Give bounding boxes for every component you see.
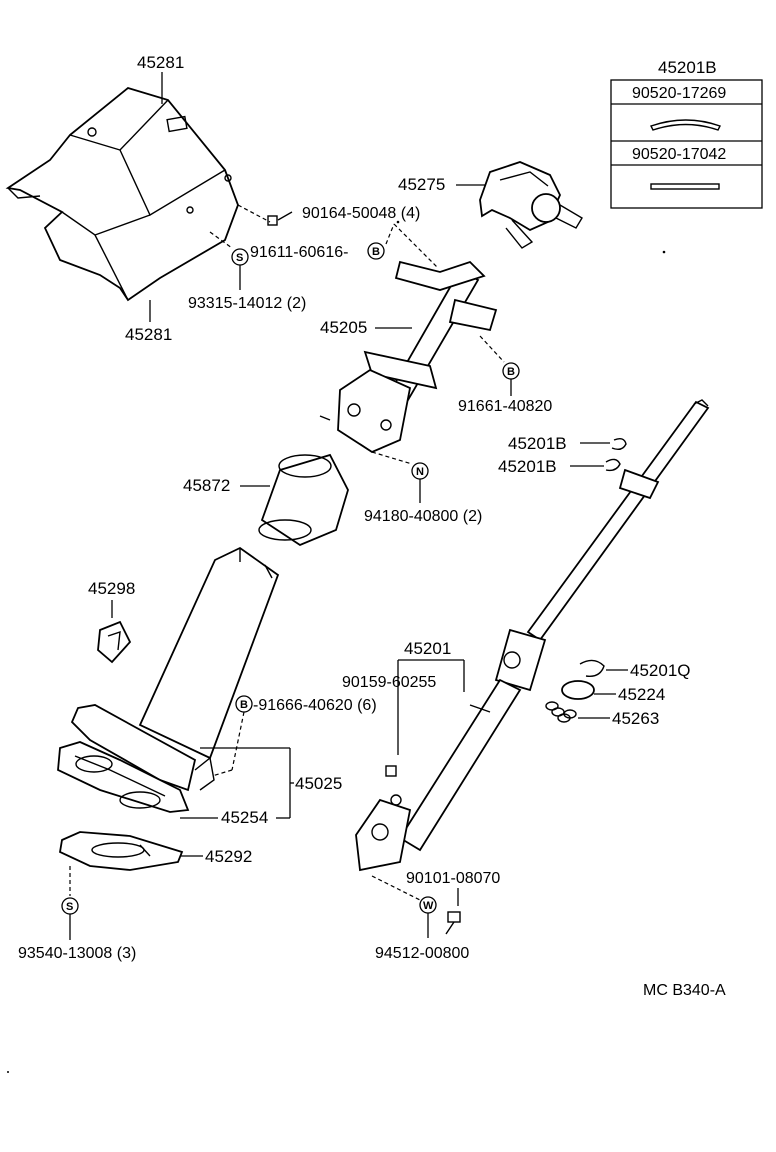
bearing-icon <box>561 680 595 700</box>
label-94512: 94512-00800 <box>375 945 469 962</box>
svg-text:B: B <box>240 699 248 711</box>
label-93315: 93315-14012 (2) <box>188 295 306 312</box>
snap-ring-icon <box>579 659 605 677</box>
column-cover-45281 <box>5 87 239 302</box>
label-91611: 91611-60616- <box>250 244 348 261</box>
label-90159: 90159-60255 <box>342 674 436 691</box>
plate-45292 <box>58 831 184 871</box>
diagram-code: MC B340-A <box>643 982 726 999</box>
label-45872: 45872 <box>183 476 230 495</box>
label-94180: 94180-40800 (2) <box>364 508 482 525</box>
label-45281-top: 45281 <box>137 53 184 72</box>
steering-shaft <box>355 399 710 872</box>
mark-b-icon <box>367 242 385 260</box>
label-45224: 45224 <box>618 685 665 704</box>
kit-box-title: 45201B <box>658 58 717 77</box>
label-45281-bottom: 45281 <box>125 325 172 344</box>
label-91661: 91661-40820 <box>458 398 552 415</box>
label-93540: 93540-13008 (3) <box>18 945 136 962</box>
label-90101: 90101-08070 <box>406 870 500 887</box>
grommet-45298 <box>97 620 132 664</box>
screw-icon <box>267 215 278 226</box>
clip-icon <box>605 458 621 472</box>
snap-ring-curved-icon <box>650 119 721 131</box>
bolt-icon <box>445 911 461 935</box>
label-45201: 45201 <box>404 639 451 658</box>
label-91666: -91666-40620 (6) <box>253 697 377 714</box>
svg-text:B: B <box>372 246 380 258</box>
label-45292: 45292 <box>205 847 252 866</box>
spring-icon <box>545 701 577 723</box>
label-45205: 45205 <box>320 318 367 337</box>
clip-icon <box>611 437 627 451</box>
boot-45872 <box>258 453 349 547</box>
label-45275: 45275 <box>398 175 445 194</box>
lock-housing-45275 <box>479 161 583 249</box>
column-tube-45205 <box>319 260 498 454</box>
kit-box-row2: 90520-17042 <box>632 146 726 163</box>
svg-text:S: S <box>66 901 73 913</box>
label-45298: 45298 <box>88 579 135 598</box>
label-45201Q: 45201Q <box>630 661 691 680</box>
kit-box: 45201B 90520-17269 90520-17042 <box>610 58 763 209</box>
svg-text:S: S <box>236 252 243 264</box>
bolt-icon <box>385 765 397 777</box>
snap-ring-flat-icon <box>650 183 720 190</box>
kit-box-frame <box>610 79 763 209</box>
label-45254: 45254 <box>221 808 268 827</box>
column-support-45025 <box>57 546 280 813</box>
label-45025: 45025 <box>295 774 342 793</box>
svg-text:N: N <box>416 466 424 478</box>
kit-box-row1: 90520-17269 <box>632 85 726 102</box>
svg-text:B: B <box>507 366 515 378</box>
label-90164: 90164-50048 (4) <box>302 205 420 222</box>
label-45201B-b: 45201B <box>498 457 557 476</box>
label-45201B-a: 45201B <box>508 434 567 453</box>
svg-text:W: W <box>423 900 434 912</box>
label-45263: 45263 <box>612 709 659 728</box>
